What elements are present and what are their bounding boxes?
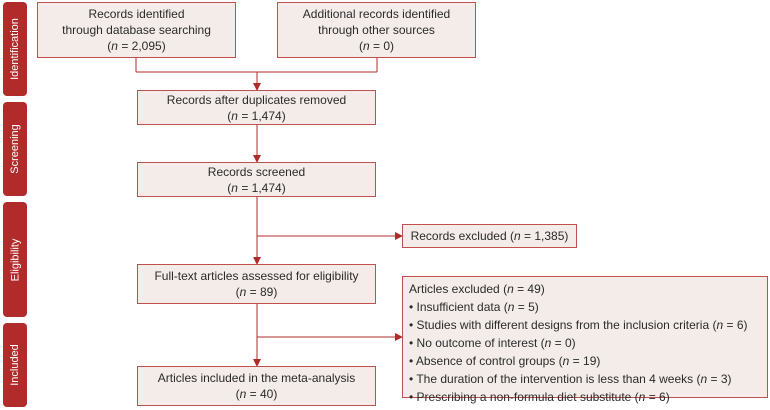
box-records-screened: Records screened (n = 1,474)	[137, 162, 376, 197]
exclusion-reason: • Absence of control groups (n = 19)	[409, 354, 601, 368]
other-sources-count: (n = 0)	[358, 39, 395, 53]
phase-screening: Screening	[3, 102, 27, 196]
records-screened-count: (n = 1,474)	[227, 180, 286, 195]
records-screened-label: Records screened	[207, 164, 306, 179]
database-records-count: (n = 2,095)	[107, 39, 166, 53]
fulltext-assessed-count: (n = 89)	[235, 285, 278, 299]
box-other-sources: Additional records identified through ot…	[277, 2, 476, 58]
duplicates-removed-label: Records after duplicates removed	[166, 92, 347, 107]
phase-identification-label: Identification	[9, 18, 22, 80]
other-sources-line1: Additional records identified	[302, 7, 451, 21]
database-records-line1: Records identified	[88, 7, 185, 21]
box-articles-excluded: Articles excluded (n = 49) • Insufficien…	[402, 276, 768, 404]
articles-excluded-heading: Articles excluded (n = 49)	[409, 282, 545, 296]
articles-included-label: Articles included in the meta-analysis	[157, 371, 356, 385]
box-database-records: Records identified through database sear…	[37, 2, 236, 58]
records-excluded-text: Records excluded (n = 1,385)	[410, 229, 569, 243]
box-duplicates-removed: Records after duplicates removed (n = 1,…	[137, 90, 376, 125]
exclusion-reason: • Insufficient data (n = 5)	[409, 300, 539, 314]
fulltext-assessed-label: Full-text articles assessed for eligibil…	[154, 269, 359, 283]
phase-screening-label: Screening	[9, 124, 22, 174]
phase-included: Included	[3, 323, 27, 407]
exclusion-reason: • Prescribing a non-formula diet substit…	[409, 390, 670, 404]
exclusion-reason: • Studies with different designs from th…	[409, 318, 748, 332]
box-articles-included: Articles included in the meta-analysis (…	[137, 366, 376, 406]
exclusion-reason: • No outcome of interest (n = 0)	[409, 336, 576, 350]
other-sources-line2: through other sources	[318, 23, 435, 37]
exclusion-reason: • The duration of the intervention is le…	[409, 372, 732, 386]
box-records-excluded: Records excluded (n = 1,385)	[402, 224, 577, 248]
phase-included-label: Included	[9, 344, 21, 386]
phase-eligibility: Eligibility	[3, 202, 27, 317]
duplicates-removed-count: (n = 1,474)	[227, 108, 286, 123]
phase-identification: Identification	[3, 2, 27, 96]
articles-included-count: (n = 40)	[235, 387, 278, 401]
database-records-line2: through database searching	[62, 23, 211, 37]
phase-eligibility-label: Eligibility	[9, 238, 22, 281]
box-fulltext-assessed: Full-text articles assessed for eligibil…	[137, 264, 376, 304]
